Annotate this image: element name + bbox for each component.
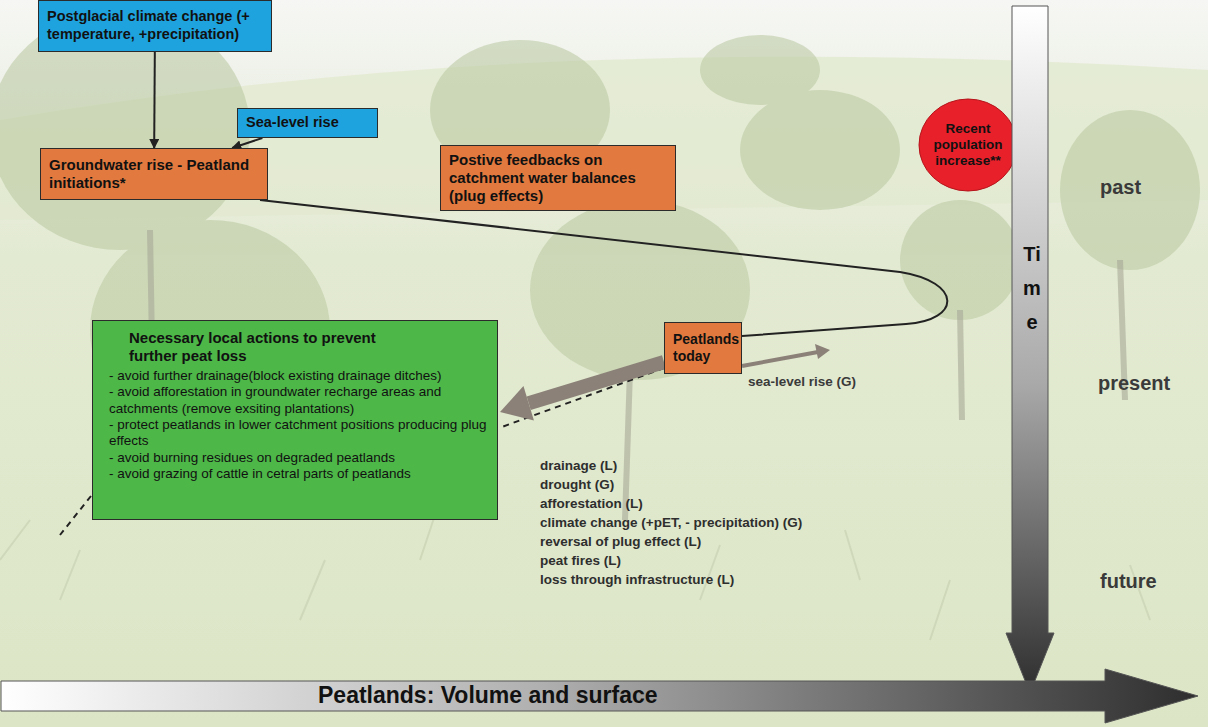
connector-line bbox=[260, 200, 947, 336]
driver-label: climate change (+pET, - precipitation) (… bbox=[540, 515, 802, 530]
connector bbox=[500, 362, 664, 420]
arrow-head bbox=[500, 386, 534, 420]
state-box: Peatlands today bbox=[664, 322, 742, 374]
connector bbox=[154, 52, 156, 148]
dashed-boundary bbox=[499, 368, 664, 428]
connector-shaft bbox=[529, 362, 664, 403]
time-axis-label: Time bbox=[1022, 237, 1042, 339]
box-label: Postive feedbacks on catchment water bal… bbox=[449, 151, 667, 206]
time-label: present bbox=[1098, 372, 1170, 395]
box-label: Peatlands today bbox=[673, 331, 733, 365]
time-label: future bbox=[1100, 570, 1157, 593]
connector-line bbox=[232, 138, 262, 148]
cause-box: Sea-level rise bbox=[237, 108, 378, 138]
driver-label: loss through infrastructure (L) bbox=[540, 572, 734, 587]
axis-label: Peatlands: Volume and surface bbox=[318, 682, 658, 709]
connector bbox=[260, 200, 947, 336]
box-label: Groundwater rise - Peatland initiations* bbox=[49, 156, 259, 193]
action-item: - avoid further drainage(block existing … bbox=[103, 368, 487, 384]
action-item: - avoid burning residues on degraded pea… bbox=[103, 450, 487, 466]
action-item: - avoid grazing of cattle in cetral part… bbox=[103, 466, 487, 482]
connector-line bbox=[153, 52, 156, 148]
ellipse-label: Recent population increase** bbox=[928, 121, 1008, 170]
axis-arrow: Peatlands: Volume and surface bbox=[0, 668, 1200, 724]
box-label: Sea-level rise bbox=[246, 114, 369, 132]
dashed-boundary bbox=[60, 496, 91, 535]
small-arrow-head bbox=[815, 344, 830, 359]
driver-label: peat fires (L) bbox=[540, 553, 621, 568]
box-label: Postglacial climate change (+ temperatur… bbox=[47, 8, 263, 43]
pressure-ellipse: Recent population increase** bbox=[918, 98, 1018, 192]
cause-box: Postglacial climate change (+ temperatur… bbox=[38, 0, 272, 52]
connector bbox=[232, 138, 262, 148]
driver-label: drainage (L) bbox=[540, 458, 617, 473]
actions-heading: Necessary local actions to prevent furth… bbox=[103, 329, 487, 366]
action-item: - avoid afforestation in groundwater rec… bbox=[103, 384, 487, 417]
driver-label: reversal of plug effect (L) bbox=[540, 534, 701, 549]
driver-label: drought (G) bbox=[540, 477, 614, 492]
driver-label: sea-level rise (G) bbox=[748, 374, 856, 389]
small-arrow-shaft bbox=[742, 352, 818, 366]
grass bbox=[0, 515, 1150, 640]
process-box: Postive feedbacks on catchment water bal… bbox=[440, 145, 676, 211]
action-item: - protect peatlands in lower catchment p… bbox=[103, 417, 487, 450]
actions-box: Necessary local actions to prevent furth… bbox=[92, 320, 498, 520]
time-label: past bbox=[1100, 176, 1141, 199]
time-arrow: Time bbox=[1005, 5, 1055, 695]
driver-label: afforestation (L) bbox=[540, 496, 643, 511]
process-box: Groundwater rise - Peatland initiations* bbox=[40, 148, 268, 200]
time-arrow-shape bbox=[1005, 5, 1055, 695]
